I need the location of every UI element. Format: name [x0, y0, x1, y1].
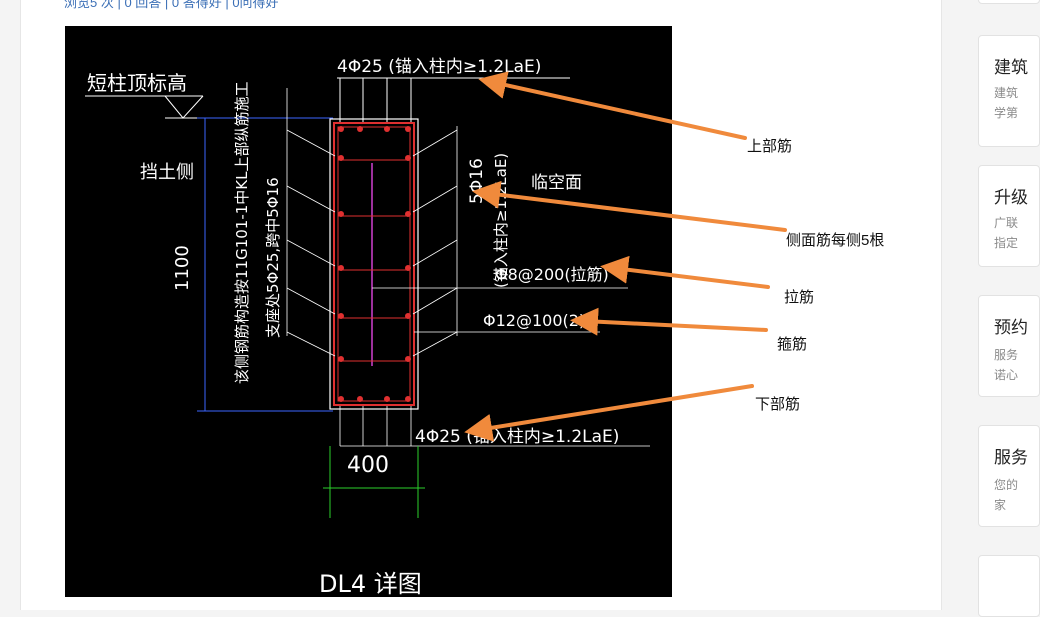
sidebar-card-title[interactable]: 升级	[994, 188, 1028, 207]
annotation-stirrup: 箍筋	[777, 336, 808, 353]
sidebar-card-text: 指定	[994, 236, 1019, 250]
annotation-bottom-bar: 下部筋	[755, 396, 801, 413]
open-face-label: 临空面	[531, 173, 582, 193]
arrow-side	[472, 180, 787, 232]
sidebar-card-1[interactable]: 建筑 建筑 学第	[978, 35, 1040, 147]
vertical-note-1: 该侧钢筋构造按11G101-1中KL上部纵筋施工	[233, 82, 251, 385]
stirrup-label: Φ12@100(2)	[483, 311, 585, 330]
sidebar-card-title[interactable]: 预约	[994, 318, 1028, 337]
annotation-tie-bar: 拉筋	[784, 289, 815, 306]
sidebar-card-text: 建筑	[994, 86, 1019, 100]
sidebar-card-title[interactable]: 建筑	[994, 58, 1028, 77]
drawing-title: DL4 详图	[319, 570, 422, 598]
arrow-stirrup	[570, 307, 768, 336]
sidebar-card-text: 诺心	[994, 368, 1019, 382]
sidebar-card-2[interactable]: 升级 广联 指定	[978, 165, 1040, 267]
height-dimension: 1100	[172, 245, 193, 291]
annotation-top-bar: 上部筋	[747, 138, 793, 155]
sidebar-card-title[interactable]: 服务	[994, 448, 1028, 467]
sidebar-card-text: 您的	[994, 478, 1019, 492]
sidebar-card-text: 广联	[994, 216, 1019, 230]
arrow-bottom	[464, 384, 754, 442]
annotation-arrows	[464, 71, 787, 442]
tie-bar-label: Φ8@200(拉筋)	[495, 265, 609, 284]
sidebar-card-3[interactable]: 预约 服务 诺心	[978, 295, 1040, 397]
short-column-label: 短柱顶标高	[87, 71, 187, 95]
sidebar-card-4[interactable]: 服务 您的 家	[978, 425, 1040, 527]
sidebar-card-text: 学第	[994, 106, 1019, 120]
retaining-side-label: 挡土侧	[140, 162, 194, 183]
right-sidebar: 建筑 建筑 学第 升级 广联 指定 预约 服务 诺心 服务 您的 家	[978, 0, 1040, 617]
vertical-note-2: 支座处5Φ25,跨中5Φ16	[264, 177, 282, 338]
sidebar-card-text: 家	[994, 498, 1007, 512]
arrow-tie	[600, 255, 770, 289]
sidebar-card-top-stub	[978, 0, 1040, 4]
annotation-side-bar: 侧面筋每侧5根	[786, 232, 885, 249]
sidebar-card-5[interactable]	[978, 555, 1040, 617]
question-stats: 浏览5 次 | 0 回答 | 0 答得好 | 0问得好	[64, 0, 279, 10]
arrow-top	[478, 71, 747, 140]
width-dimension: 400	[347, 453, 389, 478]
sidebar-card-text: 服务	[994, 348, 1019, 362]
